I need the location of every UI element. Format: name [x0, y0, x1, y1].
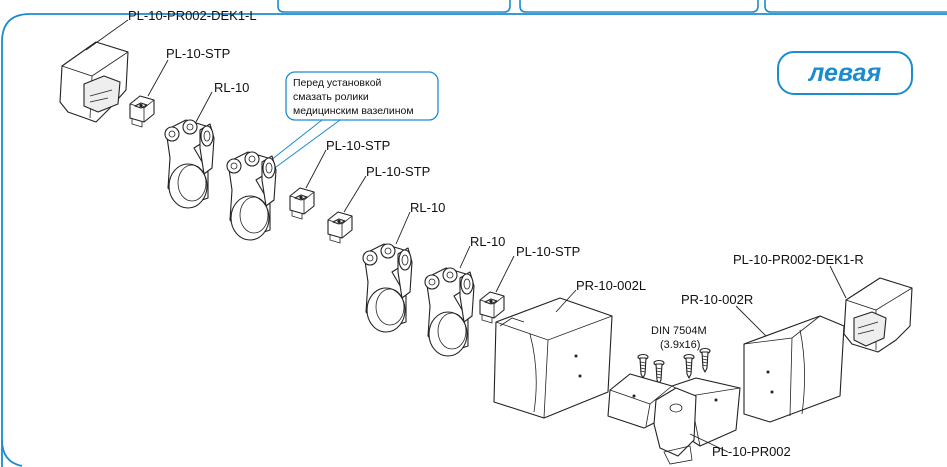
note-leader	[265, 119, 341, 171]
label-screw-2: (3.9x16)	[660, 339, 700, 351]
note-line-2: смазать ролики	[293, 91, 369, 103]
roller-3: RL-10	[362, 200, 445, 333]
side-badge: левая	[777, 51, 913, 95]
end-cap-left: PL-10-PR002-DEK1-L	[59, 8, 257, 123]
lubrication-note: Перед установкой смазать ролики медицинс…	[265, 71, 439, 171]
stopper-3: PL-10-STP	[327, 164, 430, 244]
roller-1: RL-10	[164, 80, 249, 209]
label-stp-3: PL-10-STP	[366, 164, 430, 179]
top-tab-1	[277, 0, 511, 13]
profile-right: PR-10-002R	[681, 292, 845, 423]
profile-left: PR-10-002L	[493, 278, 646, 419]
roller-4: RL-10	[424, 234, 505, 357]
top-tab-3	[764, 0, 947, 13]
label-pr-l: PR-10-002L	[576, 278, 646, 293]
screw-2	[653, 359, 665, 385]
label-stp-2: PL-10-STP	[326, 138, 390, 153]
stopper-2: PL-10-STP	[289, 138, 390, 220]
top-tab-2	[519, 0, 759, 13]
top-tabs	[277, 0, 947, 13]
screw-set: DIN 7504M (3.9x16)	[637, 325, 711, 385]
roller-2	[226, 151, 277, 241]
screw-4	[699, 347, 711, 373]
label-dek-left: PL-10-PR002-DEK1-L	[128, 8, 257, 23]
label-dek-right: PL-10-PR002-DEK1-R	[733, 252, 864, 267]
screw-3	[683, 353, 695, 379]
label-stp-4: PL-10-STP	[516, 244, 580, 259]
label-screw-1: DIN 7504M	[651, 325, 707, 337]
label-rl-1: RL-10	[214, 80, 249, 95]
stopper-1: PL-10-STP	[129, 46, 230, 128]
label-rl-3: RL-10	[470, 234, 505, 249]
label-stp-1: PL-10-STP	[166, 46, 230, 61]
frame-border	[1, 13, 947, 467]
note-line-3: медицинским вазелином	[293, 105, 414, 117]
screw-1	[637, 353, 649, 379]
label-pr002: PL-10-PR002	[712, 444, 791, 459]
side-badge-text: левая	[808, 59, 882, 87]
corner-block: PL-10-PR002	[607, 373, 791, 465]
end-cap-right: PL-10-PR002-DEK1-R	[733, 252, 913, 353]
stopper-4: PL-10-STP	[479, 244, 580, 324]
note-line-1: Перед установкой	[293, 77, 382, 89]
label-rl-2: RL-10	[410, 200, 445, 215]
frame-corner	[1, 439, 23, 467]
label-pr-r: PR-10-002R	[681, 292, 753, 307]
